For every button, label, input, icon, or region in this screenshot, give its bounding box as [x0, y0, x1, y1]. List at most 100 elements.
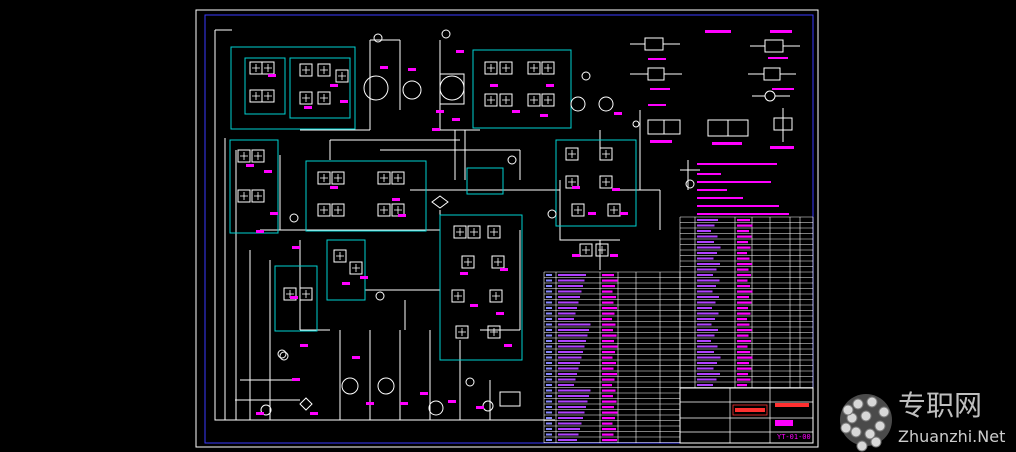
title-block: YT-01-00 [679, 387, 814, 444]
valve-symbol [499, 93, 513, 107]
component-group-boxes [229, 46, 637, 361]
part-callout [300, 344, 308, 347]
valve-symbol [599, 147, 613, 161]
pump-motor-symbol [598, 96, 614, 112]
filter-symbol [499, 391, 521, 407]
part-callout [496, 312, 504, 315]
pump-motor-symbol [441, 29, 451, 39]
valve-group-top-right [472, 49, 572, 129]
part-callout [256, 412, 264, 415]
pump-motor-symbol [377, 377, 395, 395]
part-callout [436, 110, 444, 113]
valve-symbol [599, 175, 613, 189]
part-callout [460, 272, 468, 275]
pump-motor-symbol [289, 213, 299, 223]
part-callout [366, 402, 374, 405]
valve-symbol [491, 255, 505, 269]
part-callout [476, 406, 484, 409]
part-callout [270, 212, 278, 215]
logo-ball-pattern [840, 396, 890, 452]
part-callout [504, 344, 512, 347]
valve-symbol [607, 203, 621, 217]
part-callout [456, 50, 464, 53]
valve-symbol [579, 243, 593, 257]
valve-symbol [541, 93, 555, 107]
part-callout [408, 68, 416, 71]
valve-symbol [484, 93, 498, 107]
watermark-logo: 专职网 Zhuanzhi.Net [840, 389, 1005, 452]
part-callout [620, 212, 628, 215]
part-callout [448, 400, 456, 403]
part-callout [432, 128, 440, 131]
pump-motor-symbol [363, 75, 389, 101]
valve-symbol [331, 171, 345, 185]
part-callout [292, 378, 300, 381]
part-callout [290, 296, 298, 299]
pump-motor-symbol [465, 377, 475, 387]
valve-symbol [299, 91, 313, 105]
pump-motor-symbol [375, 291, 385, 301]
valve-group-mid-right [555, 139, 637, 227]
pump-motor-symbol [482, 400, 494, 412]
part-callout [392, 198, 400, 201]
valve-symbol [349, 261, 363, 275]
watermark-cn-text: 专职网 [898, 389, 982, 422]
part-callout [304, 106, 312, 109]
parts-list-table [543, 216, 814, 443]
pump-motor-symbol [402, 80, 422, 100]
part-callout [452, 118, 460, 121]
part-callout [246, 164, 254, 167]
valve-symbol [237, 189, 251, 203]
pump-motor-symbol [277, 349, 287, 359]
valve-symbol [487, 325, 501, 339]
part-callout [360, 276, 368, 279]
valve-symbol [249, 61, 263, 75]
valve-symbol [317, 171, 331, 185]
pump-motor-symbol [428, 400, 444, 416]
part-callout [572, 254, 580, 257]
valve-symbol [455, 325, 469, 339]
valve-symbol [453, 225, 467, 239]
pump-motor-symbol [260, 404, 272, 416]
valve-symbol [317, 203, 331, 217]
part-callout [352, 356, 360, 359]
part-callout [398, 214, 406, 217]
valve-symbol [251, 149, 265, 163]
symbol-legend [630, 30, 800, 215]
valve-group-lower-center [326, 239, 366, 301]
part-callout [420, 392, 428, 395]
part-callout [540, 114, 548, 117]
watermark-url-text: Zhuanzhi.Net [898, 427, 1005, 446]
hydraulic-lines [214, 29, 661, 421]
pump-motor-symbol [341, 377, 359, 395]
pump-motor-symbol [570, 96, 586, 112]
valve-group-top-left [230, 46, 356, 130]
filter-symbol [431, 195, 449, 209]
pump-motor-symbol [632, 120, 640, 128]
valve-symbol [333, 249, 347, 263]
pump-motor-symbol [581, 71, 591, 81]
part-callout [400, 402, 408, 405]
valve-symbol [299, 287, 313, 301]
part-callout [470, 304, 478, 307]
part-callout [264, 170, 272, 173]
part-callout [572, 186, 580, 189]
valve-symbol [467, 225, 481, 239]
valve-group-lower-right [439, 214, 523, 361]
valve-symbol [299, 63, 313, 77]
part-callout [512, 110, 520, 113]
part-callout [490, 84, 498, 87]
filter-symbol [299, 397, 313, 411]
valve-symbol [261, 61, 275, 75]
valve-group-lower-left [274, 265, 318, 332]
drawing-number: YT-01-00 [777, 433, 811, 441]
pump-motor-symbol [439, 75, 465, 101]
part-callout [500, 268, 508, 271]
valve-group-mid-left [229, 139, 279, 234]
pump-motor-symbol [279, 351, 289, 361]
part-callout [310, 412, 318, 415]
part-callout [340, 100, 348, 103]
tank-symbol [439, 73, 465, 105]
part-callout [292, 246, 300, 249]
part-callout [612, 188, 620, 191]
